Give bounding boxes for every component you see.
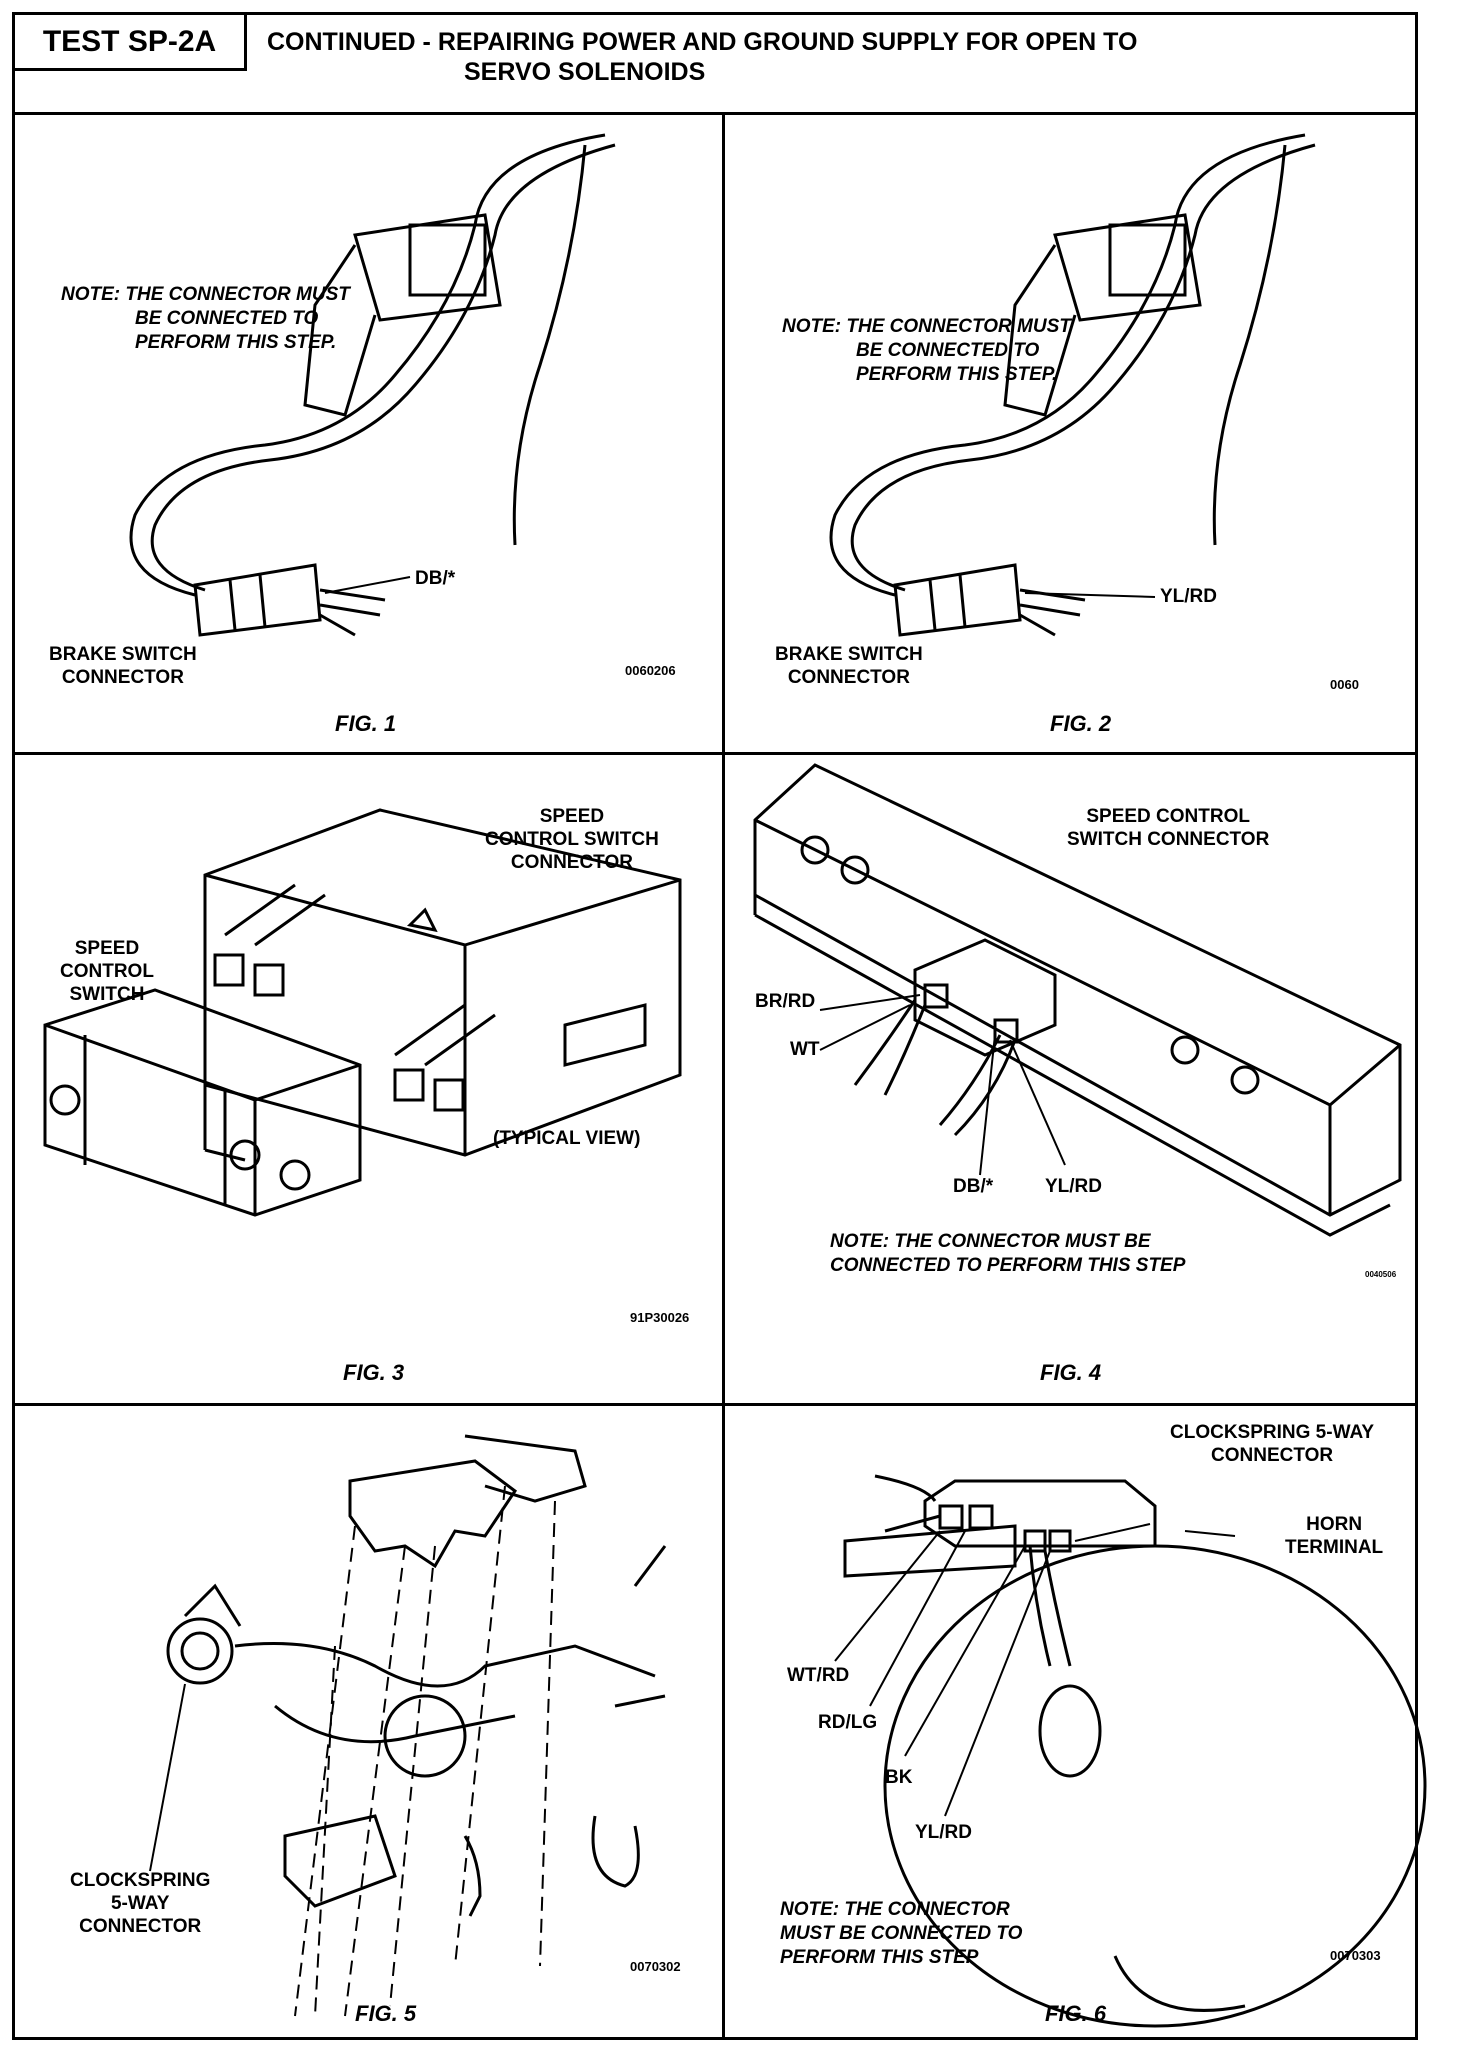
label-line: BRAKE SWITCH — [775, 644, 923, 665]
note-line: CONNECTED TO PERFORM THIS STEP — [830, 1255, 1186, 1276]
figure-1-code: 0060206 — [625, 663, 676, 678]
procedure-page: TEST SP-2A CONTINUED - REPAIRING POWER A… — [12, 12, 1427, 2040]
figure-6-code: 0070303 — [1330, 1948, 1381, 1963]
note-line: NOTE: THE CONNECTOR MUST BE — [830, 1231, 1151, 1252]
row-divider-1 — [15, 752, 1415, 755]
note-line: BE CONNECTED TO — [856, 340, 1040, 361]
label-line: CONNECTOR — [787, 667, 910, 688]
brake-switch-connector-label: BRAKE SWITCH CONNECTOR — [49, 643, 197, 689]
wire-label-rd-lg: RD/LG — [818, 1712, 878, 1733]
figure-1-note: NOTE: THE CONNECTOR MUST BE CONNECTED TO… — [61, 283, 350, 355]
figure-3-caption: FIG. 3 — [343, 1360, 405, 1385]
figure-4-caption: FIG. 4 — [1040, 1360, 1102, 1385]
figure-4-note: NOTE: THE CONNECTOR MUST BE CONNECTED TO… — [830, 1230, 1185, 1278]
wire-label-yl-rd: YL/RD — [915, 1822, 972, 1843]
wire-label-bk: BK — [885, 1767, 913, 1788]
label-line: CONNECTOR — [510, 852, 633, 873]
title-line-2: SERVO SOLENOIDS — [464, 58, 706, 86]
label-line: TERMINAL — [1285, 1537, 1384, 1558]
wire-label-yl-rd: YL/RD — [1045, 1176, 1102, 1197]
figure-3-panel: SPEED CONTROL SWITCH CONNECTOR SPEED CON… — [15, 755, 722, 1403]
row-divider-2 — [15, 1403, 1415, 1406]
figure-5-code: 0070302 — [630, 1959, 681, 1974]
figure-4-code: 0040506 — [1365, 1270, 1397, 1279]
brake-switch-harness-illustration — [129, 133, 616, 637]
note-line: MUST BE CONNECTED TO — [780, 1923, 1023, 1944]
speed-control-switch-connector-label: SPEED CONTROL SWITCH CONNECTOR — [1067, 805, 1269, 851]
label-line: CONNECTOR — [61, 667, 184, 688]
label-line: 5-WAY — [110, 1893, 170, 1914]
speed-control-switch-label: SPEED CONTROL SWITCH — [60, 937, 154, 1006]
label-line: CONTROL — [60, 961, 154, 982]
figure-1-panel: NOTE: THE CONNECTOR MUST BE CONNECTED TO… — [15, 115, 722, 752]
figure-1-caption: FIG. 1 — [335, 711, 397, 736]
label-line: HORN — [1306, 1514, 1363, 1535]
page-title: CONTINUED - REPAIRING POWER AND GROUND S… — [267, 27, 1137, 87]
figure-grid: NOTE: THE CONNECTOR MUST BE CONNECTED TO… — [15, 115, 1427, 2040]
page-header: TEST SP-2A CONTINUED - REPAIRING POWER A… — [15, 15, 1415, 115]
label-line: CONNECTOR — [79, 1916, 202, 1937]
wire-color-label: YL/RD — [1160, 586, 1217, 607]
figure-2-caption: FIG. 2 — [1050, 711, 1112, 736]
figure-6-panel: CLOCKSPRING 5-WAY CONNECTOR HORN TERMINA… — [725, 1406, 1427, 2040]
speed-control-switch-connector-label: SPEED CONTROL SWITCH CONNECTOR — [485, 805, 659, 874]
figure-6-note: NOTE: THE CONNECTOR MUST BE CONNECTED TO… — [780, 1898, 1022, 1970]
label-line: SWITCH — [69, 984, 145, 1005]
figure-2-code: 0060 — [1330, 677, 1359, 692]
note-line: BE CONNECTED TO — [135, 308, 319, 329]
note-line: NOTE: THE CONNECTOR MUST — [782, 316, 1071, 337]
label-line: SPEED CONTROL — [1086, 806, 1250, 827]
speed-control-connector-illustration — [753, 763, 1402, 1237]
steering-column-exploded-illustration — [149, 1434, 667, 2017]
brake-switch-connector-label: BRAKE SWITCH CONNECTOR — [775, 643, 923, 689]
clockspring-connector-illustration — [834, 1474, 1427, 2028]
wire-label-br-rd: BR/RD — [755, 991, 816, 1012]
figure-2-panel: NOTE: THE CONNECTOR MUST BE CONNECTED TO… — [725, 115, 1421, 752]
note-line: PERFORM THIS STEP. — [135, 332, 337, 353]
note-line: PERFORM THIS STEP — [780, 1947, 979, 1968]
column-divider — [722, 115, 725, 2040]
note-line: NOTE: THE CONNECTOR — [780, 1899, 1010, 1920]
figure-5-caption: FIG. 5 — [355, 2001, 417, 2026]
speed-control-switch-illustration — [43, 808, 682, 1217]
figure-6-caption: FIG. 6 — [1045, 2001, 1107, 2026]
title-line-1: CONTINUED - REPAIRING POWER AND GROUND S… — [267, 28, 1138, 56]
label-line: SWITCH CONNECTOR — [1067, 829, 1270, 850]
note-line: NOTE: THE CONNECTOR MUST — [61, 284, 350, 305]
label-line: SPEED — [539, 806, 605, 827]
brake-switch-harness-illustration — [829, 133, 1316, 637]
wire-color-label: DB/* — [415, 568, 456, 589]
label-line: CONTROL SWITCH — [485, 829, 659, 850]
label-line: SPEED — [74, 938, 140, 959]
figure-2-note: NOTE: THE CONNECTOR MUST BE CONNECTED TO… — [782, 315, 1071, 387]
wire-label-wt-rd: WT/RD — [787, 1665, 850, 1686]
clockspring-connector-label: CLOCKSPRING 5-WAY CONNECTOR — [1170, 1421, 1374, 1467]
label-line: BRAKE SWITCH — [49, 644, 197, 665]
wire-label-db: DB/* — [953, 1176, 994, 1197]
clockspring-connector-label: CLOCKSPRING 5-WAY CONNECTOR — [70, 1869, 210, 1938]
label-line: CLOCKSPRING 5-WAY — [1170, 1422, 1375, 1443]
horn-terminal-label: HORN TERMINAL — [1285, 1513, 1383, 1559]
figure-3-code: 91P30026 — [630, 1310, 690, 1325]
figure-4-panel: SPEED CONTROL SWITCH CONNECTOR BR/RD WT … — [725, 755, 1421, 1403]
test-id: TEST SP-2A — [15, 15, 247, 71]
figure-5-panel: CLOCKSPRING 5-WAY CONNECTOR 0070302 FIG.… — [15, 1406, 722, 2040]
note-line: PERFORM THIS STEP. — [856, 364, 1058, 385]
label-line: CONNECTOR — [1211, 1445, 1334, 1466]
label-line: CLOCKSPRING — [70, 1870, 211, 1891]
wire-label-wt: WT — [790, 1039, 820, 1060]
typical-view-label: (TYPICAL VIEW) — [493, 1128, 641, 1149]
